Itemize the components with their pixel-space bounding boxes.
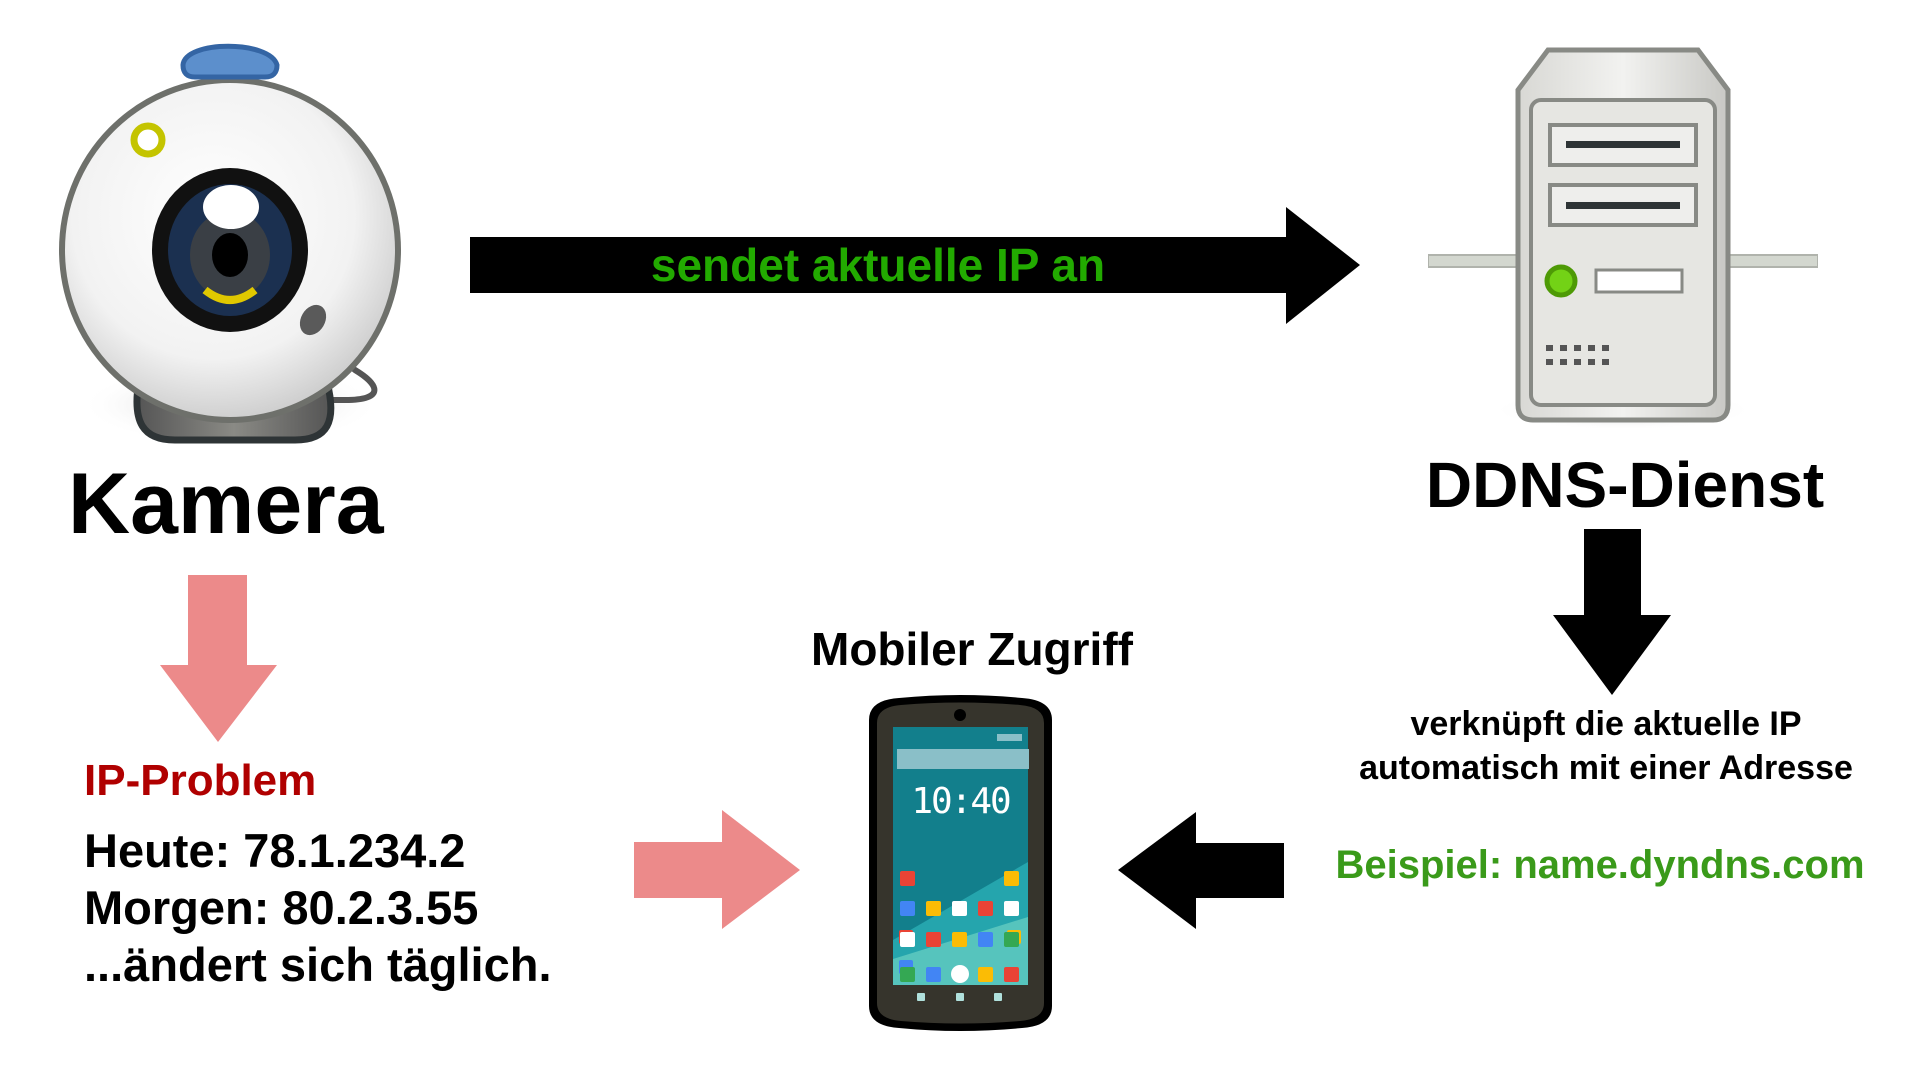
send-arrow-label: sendet aktuelle IP an <box>650 239 1106 291</box>
ip-tomorrow: Morgen: 80.2.3.55 <box>84 881 479 934</box>
ddns-description: verknüpft die aktuelle IP automatisch mi… <box>1306 702 1906 790</box>
ip-change-note: ...ändert sich täglich. <box>84 938 552 991</box>
send-arrow <box>470 207 1360 324</box>
webcam-icon <box>59 43 401 445</box>
app-icons <box>900 871 1019 1001</box>
ddns-to-mobile-arrow <box>1118 812 1284 929</box>
smartphone-icon: 10:40 <box>869 695 1052 1031</box>
mobile-label: Mobiler Zugriff <box>811 623 1133 675</box>
ddns-description-line1: verknüpft die aktuelle IP <box>1410 705 1802 743</box>
ip-problem-details: Heute: 78.1.234.2 Morgen: 80.2.3.55 ...ä… <box>84 822 552 993</box>
ip-today: Heute: 78.1.234.2 <box>84 824 466 877</box>
camera-label: Kamera <box>68 456 384 552</box>
ip-problem-title: IP-Problem <box>84 756 317 805</box>
server-icon <box>1428 47 1818 430</box>
ddns-description-line2: automatisch mit einer Adresse <box>1359 749 1853 787</box>
example-address: Beispiel: name.dyndns.com <box>1335 843 1865 887</box>
phone-clock: 10:40 <box>911 781 1011 822</box>
ddns-down-arrow <box>1553 529 1671 695</box>
camera-down-arrow <box>160 575 277 742</box>
problem-to-mobile-arrow <box>634 810 800 929</box>
server-label: DDNS-Dienst <box>1425 449 1825 521</box>
